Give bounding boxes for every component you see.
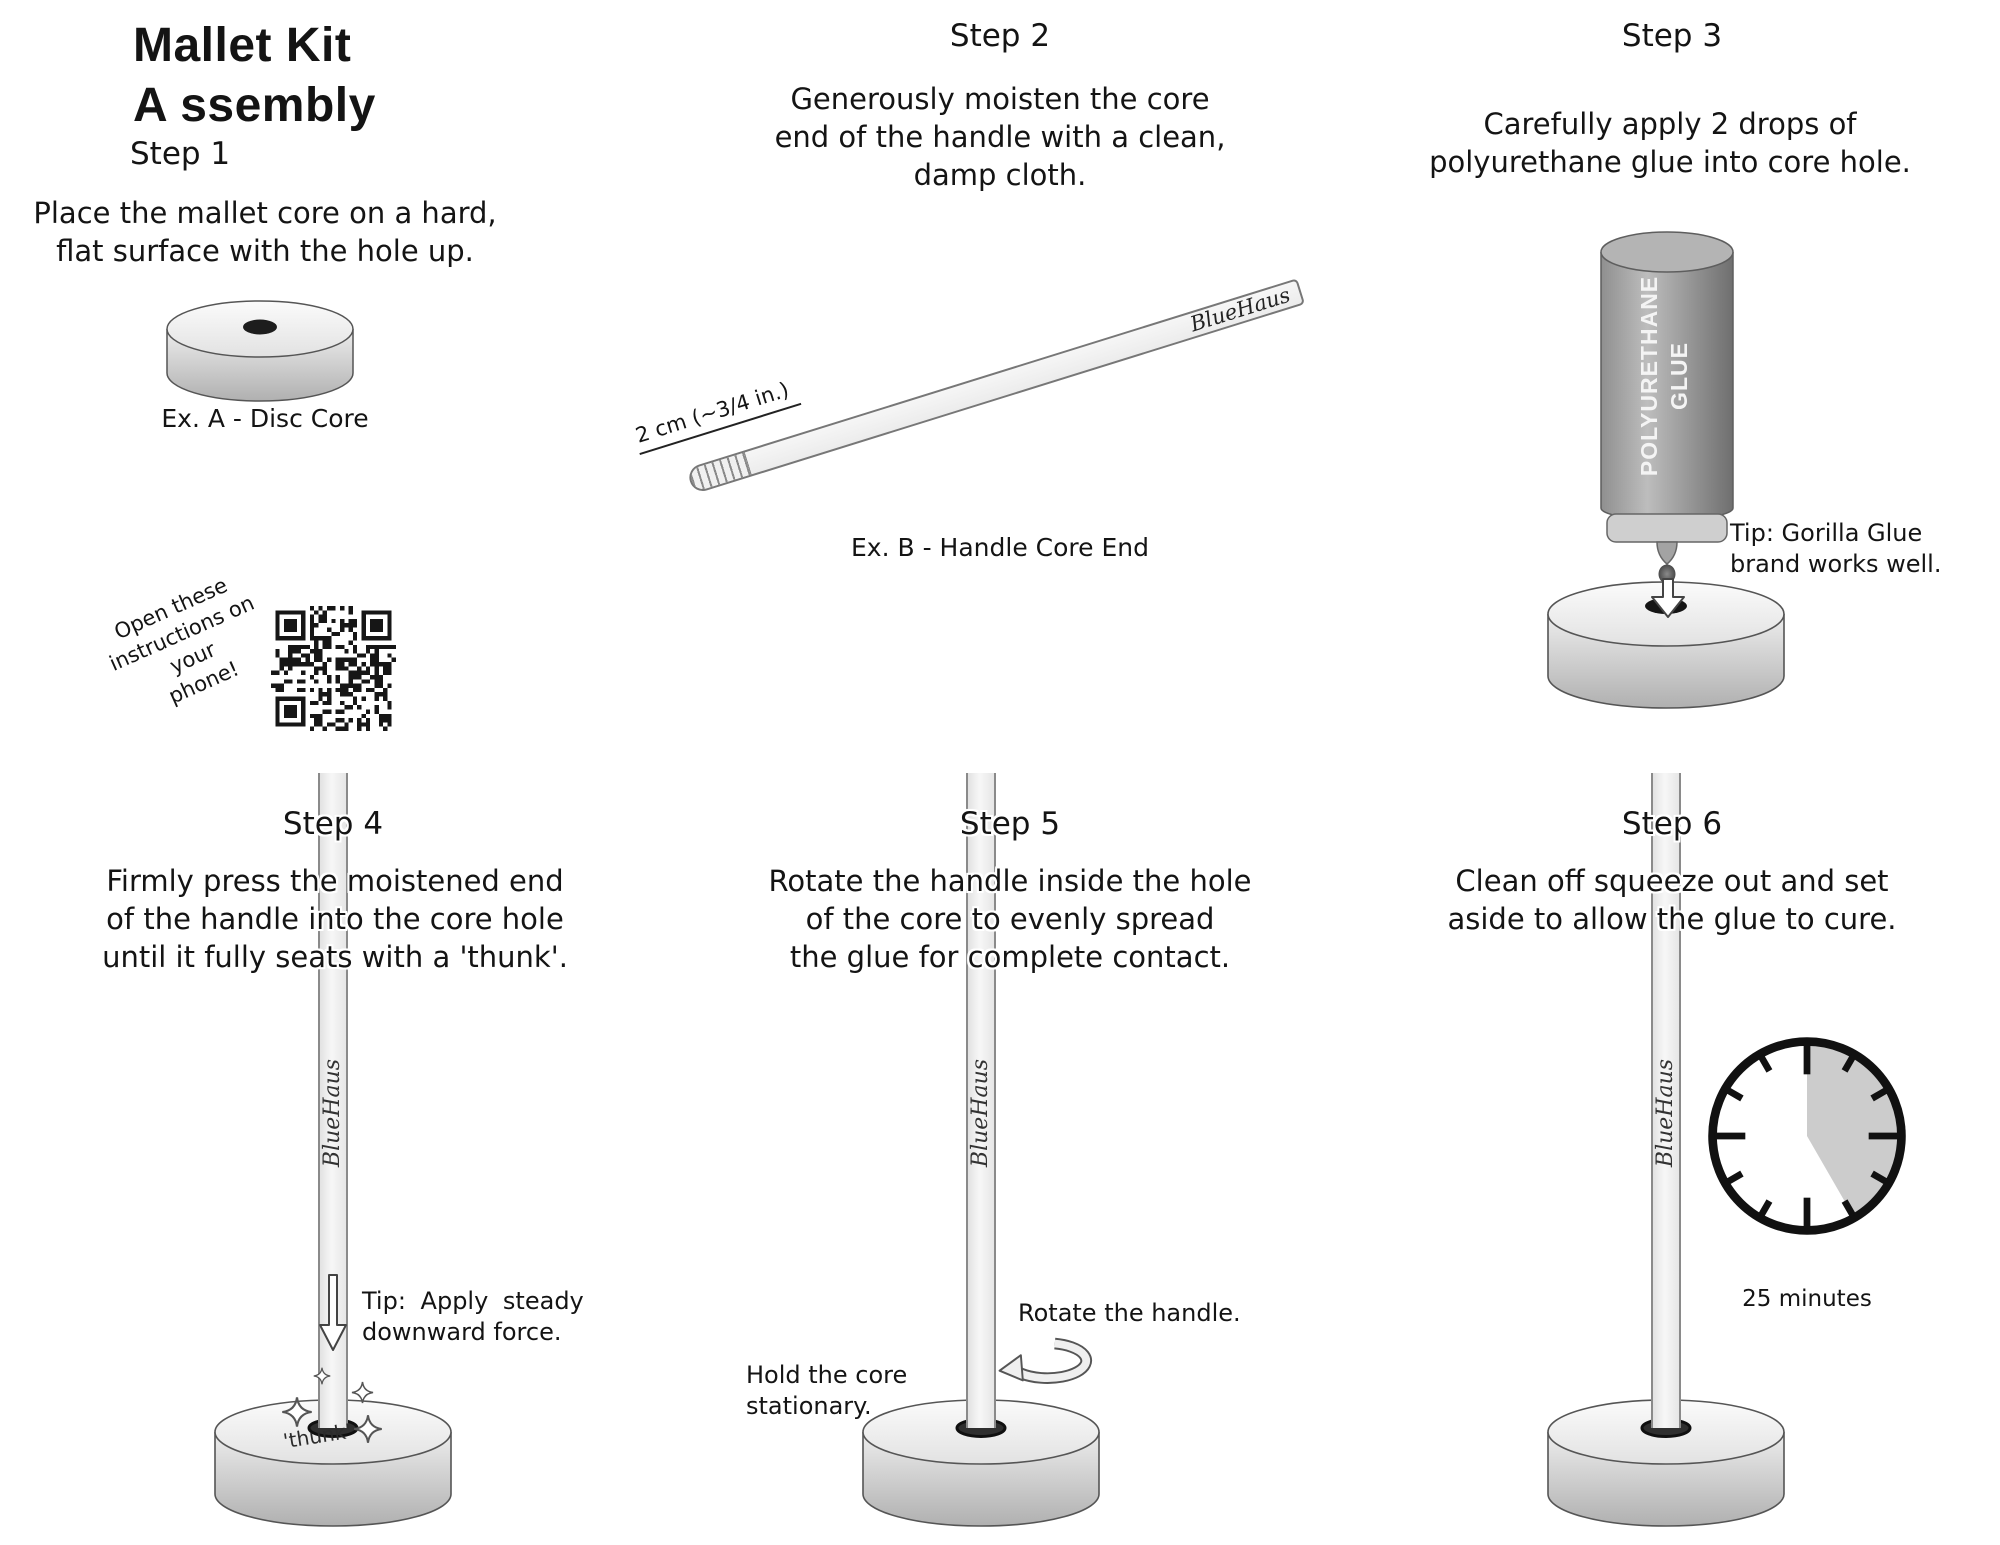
step-3-tip: Tip: Gorilla Glue brand works well. xyxy=(1730,518,2000,580)
step-3-title: Step 3 xyxy=(1621,18,1723,54)
step-5-description: Rotate the handle inside the hole of the… xyxy=(690,862,1330,976)
glue-drop-icon xyxy=(1658,564,1676,582)
handle-moistened-tip xyxy=(688,452,752,492)
step-4-description: Firmly press the moistened end of the ha… xyxy=(15,862,655,976)
handle-rod-step6: BlueHaus xyxy=(1651,773,1681,1428)
rod-brand-label: BlueHaus xyxy=(1653,1058,1678,1168)
hold-core-line1: Hold the core xyxy=(746,1361,908,1389)
step-6-description: Clean off squeeze out and set aside to a… xyxy=(1350,862,1994,938)
step-3-desc-line2: polyurethane glue into core hole. xyxy=(1429,145,1911,179)
step-3-tip-line2: brand works well. xyxy=(1730,550,1942,578)
sparkle-icon xyxy=(282,1397,312,1427)
step-4-tip-line2: downward force. xyxy=(362,1318,562,1346)
rod-brand-label: BlueHaus xyxy=(320,1058,345,1168)
step-1-title: Step 1 xyxy=(130,136,231,172)
step-5-title: Step 5 xyxy=(959,806,1061,842)
core-hole xyxy=(243,319,277,335)
mallet-core-illustration xyxy=(1547,1399,1785,1527)
bottle-nozzle xyxy=(1656,541,1678,565)
sparkle-icon xyxy=(313,1367,331,1385)
step-1-description: Place the mallet core on a hard, flat su… xyxy=(25,194,505,270)
step-2-desc-line1: Generously moisten the core xyxy=(790,82,1210,116)
page-title: Mallet Kit A ssembly xyxy=(133,16,376,136)
step-6-desc-line1: Clean off squeeze out and set xyxy=(1455,864,1889,898)
handle-rod-step5: BlueHaus xyxy=(966,773,996,1428)
handle-caption: Ex. B - Handle Core End xyxy=(851,533,1149,562)
step-4-title: Step 4 xyxy=(282,806,384,842)
mallet-core-illustration xyxy=(214,1399,452,1527)
step-2-description: Generously moisten the core end of the h… xyxy=(690,80,1310,194)
step-1-desc-line1: Place the mallet core on a hard, xyxy=(33,196,497,230)
step-5-desc-line2: of the core to evenly spread xyxy=(805,902,1215,936)
step-6-title: Step 6 xyxy=(1621,806,1723,842)
page-title-line1: Mallet Kit xyxy=(133,19,352,72)
disc-core-caption: Ex. A - Disc Core xyxy=(161,404,369,433)
rotate-arrow-icon xyxy=(998,1337,1092,1384)
bottle-label-line2: GLUE xyxy=(1666,342,1692,410)
step-5-desc-line3: the glue for complete contact. xyxy=(789,940,1231,974)
step-4-desc-line2: of the handle into the core hole xyxy=(106,902,564,936)
clock-icon xyxy=(1708,1037,1906,1235)
step-4-desc-line3: until it fully seats with a 'thunk'. xyxy=(102,940,568,974)
step-2-desc-line3: damp cloth. xyxy=(913,158,1087,192)
hold-core-label: Hold the core stationary. xyxy=(746,1360,986,1422)
step-3-description: Carefully apply 2 drops of polyurethane … xyxy=(1350,105,1990,181)
press-down-arrow-icon xyxy=(319,1274,347,1351)
step-3-tip-line1: Tip: Gorilla Glue xyxy=(1730,519,1923,547)
sparkle-icon xyxy=(351,1381,374,1404)
step-6-desc-line2: aside to allow the glue to cure. xyxy=(1447,902,1897,936)
rod-brand-label: BlueHaus xyxy=(968,1058,993,1168)
step-2-desc-line2: end of the handle with a clean, xyxy=(774,120,1226,154)
mallet-core-illustration xyxy=(862,1399,1100,1527)
disc-core-illustration xyxy=(166,300,354,402)
step-5-desc-line1: Rotate the handle inside the hole xyxy=(768,864,1252,898)
hold-core-line2: stationary. xyxy=(746,1392,872,1420)
step-3-desc-line1: Carefully apply 2 drops of xyxy=(1483,107,1857,141)
rotate-handle-label: Rotate the handle. xyxy=(1018,1299,1241,1327)
step-4-tip: Tip: Apply steady downward force. xyxy=(362,1286,602,1348)
page-title-line2: A ssembly xyxy=(133,79,376,132)
glue-bottle-illustration: POLYURETHANE GLUE xyxy=(1600,231,1734,582)
qr-note: Open these instructions on your phone! xyxy=(72,555,303,737)
step-4-tip-line1: Tip: Apply steady xyxy=(362,1287,584,1315)
step-1-desc-line2: flat surface with the hole up. xyxy=(56,234,474,268)
drop-arrow-icon xyxy=(1651,578,1685,618)
sparkle-icon xyxy=(354,1415,382,1443)
step-4-desc-line1: Firmly press the moistened end xyxy=(106,864,564,898)
cure-duration-label: 25 minutes xyxy=(1742,1286,1872,1312)
qr-code-svg xyxy=(271,606,396,731)
bottle-cap xyxy=(1606,513,1728,543)
step-2-title: Step 2 xyxy=(949,18,1051,54)
handle-brand-label: BlueHaus xyxy=(1187,282,1294,337)
bottle-label-line1: POLYURETHANE xyxy=(1636,276,1662,476)
